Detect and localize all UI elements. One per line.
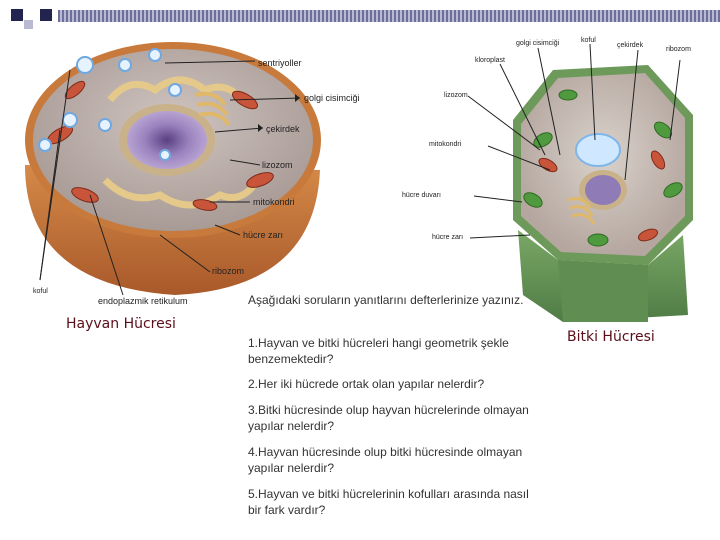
animal-label-sentriyoller: sentriyoller [258, 58, 302, 68]
title-square-dark [11, 9, 23, 21]
animal-cell-illustration [25, 42, 321, 296]
plant-label-mitokondri: mitokondri [429, 141, 462, 148]
plant-label-lizozom: lizozom [444, 92, 468, 99]
plant-label-hucre-duvari: hücre duvarı [402, 192, 441, 199]
animal-label-ribozom: ribozom [212, 266, 245, 276]
question-4: 4.Hayvan hücresinde olup bitki hücresind… [248, 445, 523, 475]
plant-nucleus [585, 175, 621, 205]
question-2: 2.Her iki hücrede ortak olan yapılar nel… [248, 377, 485, 391]
animal-label-endoplazmik: endoplazmik retikulum [98, 296, 188, 306]
animal-label-mitokondri: mitokondri [253, 197, 295, 207]
questions-intro: Aşağıdaki soruların yanıtlarını defterle… [248, 293, 524, 307]
plant-label-lines [467, 43, 681, 239]
plant-label-golgi: golgi cisimciği [516, 40, 560, 47]
plant-vacuole [575, 133, 621, 167]
question-1: 1.Hayvan ve bitki hücreleri hangi geomet… [248, 336, 509, 366]
plant-label-koful: koful [581, 37, 596, 44]
plant-label-hucre-zari: hücre zarı [432, 234, 464, 241]
animal-label-golgi: golgi cisimciği [304, 93, 360, 103]
animal-nucleus [127, 111, 207, 169]
title-bar [0, 0, 720, 30]
animal-er [107, 76, 249, 107]
animal-vacuoles [38, 48, 182, 161]
title-stripe [58, 10, 720, 22]
plant-cell-caption: Bitki Hücresi [567, 329, 655, 345]
animal-golgi [194, 91, 231, 127]
plant-label-cekirdek: çekirdek [617, 42, 644, 49]
animal-label-lines [39, 60, 301, 296]
plant-label-ribozom: ribozom [666, 46, 691, 53]
plant-golgi [567, 197, 596, 225]
animal-label-hucre-zari: hücre zarı [243, 230, 284, 240]
animal-label-lizozom: lizozom [262, 160, 293, 170]
plant-label-kloroplast: kloroplast [475, 57, 505, 64]
plant-mitochondria [538, 150, 666, 242]
animal-label-koful: koful [33, 288, 48, 295]
question-5: 5.Hayvan ve bitki hücrelerinin kofulları… [248, 487, 529, 517]
animal-cell-caption: Hayvan Hücresi [66, 316, 176, 332]
title-square-dark-small [40, 9, 52, 21]
plant-chloroplasts [523, 89, 683, 247]
animal-er-lower [102, 173, 264, 209]
plant-cell-front-face [558, 260, 648, 322]
title-square-light [24, 20, 33, 29]
plant-cell-illustration [513, 65, 693, 322]
animal-label-cekirdek: çekirdek [266, 124, 300, 134]
question-3: 3.Bitki hücresinde olup hayvan hücreleri… [248, 403, 529, 433]
